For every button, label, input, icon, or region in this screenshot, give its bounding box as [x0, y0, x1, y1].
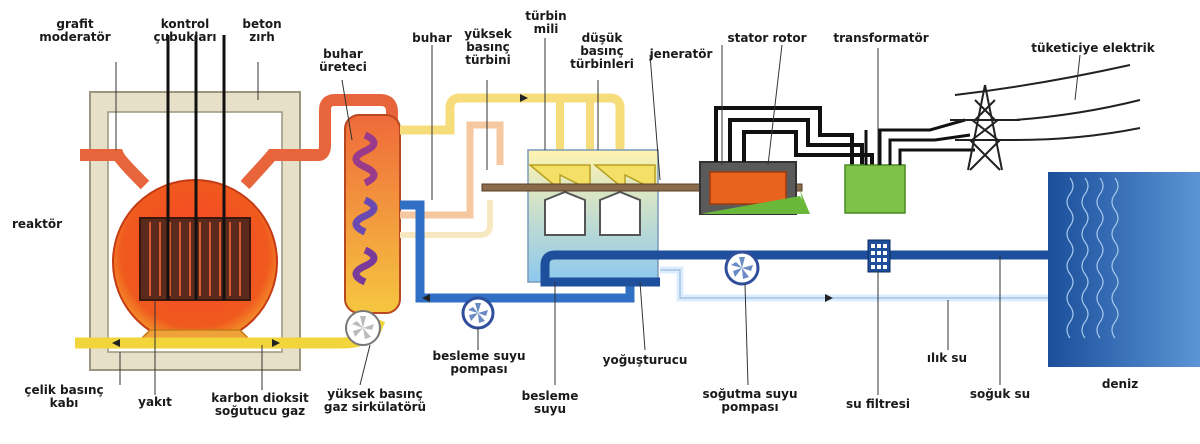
flow-arrow	[825, 294, 833, 302]
warm-water-pipe	[660, 266, 1048, 302]
hot-gas-pipe	[240, 94, 398, 190]
label-sea: deniz	[1101, 377, 1139, 391]
label-generator: jeneratör	[649, 47, 713, 61]
flow-arrow	[112, 339, 120, 347]
generator-stand	[700, 196, 810, 214]
pylon-icon	[950, 84, 1020, 171]
label-cold-water: soğuk su	[969, 387, 1031, 401]
flow-arrow	[422, 294, 430, 302]
transformer	[844, 164, 906, 214]
label-steam: buhar	[412, 31, 452, 45]
reheat-pipe	[400, 121, 504, 219]
sea	[1048, 172, 1200, 367]
power-lines	[954, 64, 1141, 141]
cool-gas-inlet-pipe	[80, 149, 150, 190]
feed-water-pipe	[400, 200, 635, 303]
control-rods	[166, 35, 226, 300]
cold-water-pipe	[540, 250, 1048, 287]
circulator-fan-icon	[352, 316, 374, 339]
generator-wires	[714, 106, 874, 165]
label-transformer: transformatör	[833, 31, 929, 45]
flow-arrow	[520, 94, 528, 102]
label-water-filter: su filtresi	[846, 397, 910, 411]
turbine-shaft	[481, 183, 803, 192]
steam-pipe-hp	[400, 93, 625, 165]
feed-pump-icon	[468, 303, 488, 323]
filter-grid-icon	[871, 244, 887, 269]
sea-waves	[1066, 177, 1119, 339]
flow-arrow	[272, 339, 280, 347]
fuel-channels	[149, 222, 241, 296]
label-warm-water: ılık su	[926, 351, 968, 365]
transformer-wires	[864, 118, 975, 165]
label-to-consumer: tüketiciye elektrik	[1031, 41, 1155, 55]
cooling-pump-icon	[731, 257, 753, 279]
leader-lines	[115, 38, 1081, 395]
label-stator-rotor: stator rotor	[727, 31, 807, 45]
label-condenser: yoğuşturucu	[602, 353, 688, 367]
lp-steam-pipe	[556, 98, 594, 150]
hp-exhaust-pipe	[400, 200, 493, 238]
sg-coils	[352, 131, 378, 286]
generator-rotor	[709, 171, 787, 205]
warm-water-pipe-outline	[660, 269, 1048, 299]
label-fuel: yakıt	[138, 395, 172, 409]
label-reactor: reaktör	[12, 217, 63, 231]
lp-casing-right	[599, 190, 641, 236]
lp-casing-left	[544, 190, 586, 236]
